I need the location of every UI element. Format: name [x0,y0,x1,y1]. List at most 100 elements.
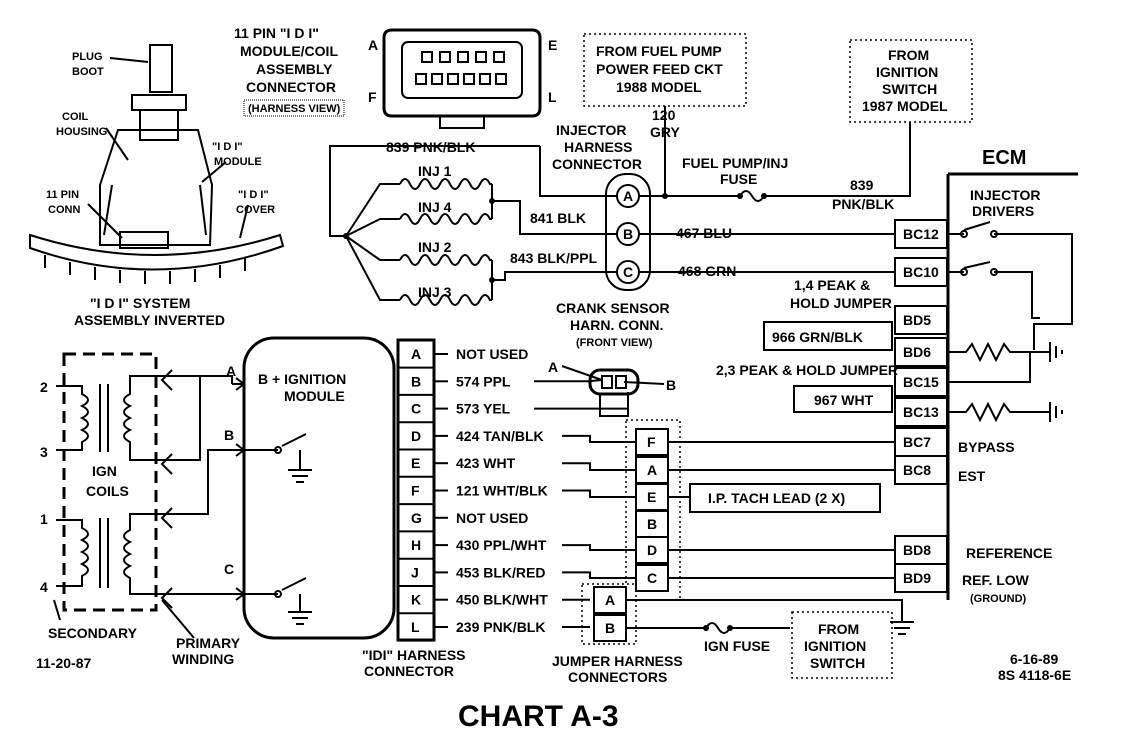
fuel-fuse-label-2: FUSE [720,171,757,187]
bypass-label: BYPASS [958,439,1015,455]
callout-cover: COVER [236,204,275,216]
pin11-title-3: ASSEMBLY [256,61,333,77]
ecm-terminal-label: BD5 [903,312,931,328]
pin11-pin [421,51,433,63]
pin11-title-1: 11 PIN "I D I" [234,25,319,41]
ground-label: (GROUND) [970,593,1027,605]
secondary-label: SECONDARY [48,625,138,641]
ecm-boundary [946,172,1078,600]
w967-label: 967 WHT [814,392,874,408]
idi-caption-1: "IDI" HARNESS [362,647,466,663]
ign-fuse-label: IGN FUSE [704,638,770,654]
pin11-pin [493,51,505,63]
peak23-label: 2,3 PEAK & HOLD JUMPER [716,362,898,378]
from-ign-switch-box [791,611,893,679]
ecm-terminal-label: BC12 [903,226,939,242]
idi-wire-label: 121 WHT/BLK [456,483,548,499]
idi-pin-j: J [411,564,419,580]
inj-conn-title-1: INJECTOR [556,122,627,138]
ecm-terminal-bc13 [894,397,948,427]
coil-num-2: 2 [40,379,48,395]
idi-pin-e: E [411,455,420,471]
crank-pin-a: A [548,359,558,375]
drawing-code: 8S 4118-6E [998,667,1071,683]
inj-drivers-1: INJECTOR [970,187,1041,203]
idi-pin-b: B [411,373,421,389]
tach-lead-box [689,483,881,513]
callout-boot: BOOT [72,66,104,78]
pin11-title-4: CONNECTOR [246,79,336,95]
callout-idi: "I D I" [212,141,243,153]
wire-120-num: 120 [652,107,676,123]
ecm-terminal-label: BD8 [903,542,931,558]
ecm-internal-wiring [948,221,1073,423]
ign-coils-box [62,352,158,612]
callout-plug: PLUG [72,51,103,63]
injector-wiring [329,106,911,306]
w967-box [793,385,893,413]
harness-view-box [243,99,345,117]
pin11-pin [457,51,469,63]
jumper-pin-label: E [647,489,656,505]
ecm-terminal-bc8 [894,455,948,485]
ecm-terminal-label: BD6 [903,344,931,360]
idi-caption-2: CONNECTOR [364,663,454,679]
fuel-pump-note-1: FROM FUEL PUMP [596,43,722,59]
ign-coils-2: COILS [86,483,129,499]
inj1-label: INJ 1 [418,163,452,179]
from-ign-switch-1: FROM [818,621,859,637]
ecm-terminal-label: BC10 [903,264,939,280]
jumper-small-pin-label: A [605,592,615,608]
pin11-letter-a: A [368,37,378,53]
chart-title: CHART A-3 [458,700,619,733]
idi-wire-label: 423 WHT [456,455,516,471]
pin11-pin [463,73,475,85]
assembly-caption-1: "I D I" SYSTEM [90,295,190,311]
ecm-title: ECM [982,147,1026,169]
peak14-2: HOLD JUMPER [790,295,892,311]
jumper-caption-1: JUMPER HARNESS [552,653,683,669]
coil-num-1: 1 [40,511,48,527]
crank-title-1: CRANK SENSOR [556,300,670,316]
callout-conn: CONN [48,204,80,216]
idi-pin-g: G [411,510,422,526]
ign-switch-note-1: FROM [888,47,929,63]
fuel-pump-note-2: POWER FEED CKT [596,61,723,77]
pin11-pin [447,73,459,85]
ecm-terminal-bc15 [894,367,948,397]
inj2-label: INJ 2 [418,239,452,255]
ign-module-switches [244,433,312,625]
tach-lead-label: I.P. TACH LEAD (2 X) [708,490,845,506]
pin11-letter-l: L [548,89,557,105]
reference-label: REFERENCE [966,545,1052,561]
inj-conn-title-2: HARNESS [564,139,632,155]
pin11-view: (HARNESS VIEW) [248,103,341,115]
ref-low-label: REF. LOW [962,572,1030,588]
ecm-terminal-bd5 [894,305,948,335]
coil-arrow-b: B [224,427,234,443]
primary-label-1: PRIMARY [176,635,241,651]
fuel-pump-note-3: 1988 MODEL [616,79,702,95]
idi-pin-k: K [411,592,421,608]
jumper-pin-label: F [647,434,656,450]
ign-switch-note-4: 1987 MODEL [862,98,948,114]
jumper-small-pin-label: B [605,620,615,636]
pin11-pin [439,51,451,63]
ecm-terminal-bc12 [894,219,948,249]
idi-wire-label: 239 PNK/BLK [456,619,545,635]
ign-coils-1: IGN [92,463,117,479]
ign-module-1: B + IGNITION [258,371,346,387]
pin11-pin [479,73,491,85]
idi-wire-label: 450 BLK/WHT [456,592,548,608]
callout-coil: COIL [62,111,89,123]
coil-arrow-c: C [224,561,234,577]
inj3-label: INJ 3 [418,284,452,300]
coil-arrow-a: A [226,363,236,379]
callout-housing: HOUSING [56,126,107,138]
coil-assembly-illustration [29,44,285,284]
ecm-839-num: 839 [850,177,874,193]
coil-num-3: 3 [40,444,48,460]
jumper-pin-label: A [647,462,657,478]
